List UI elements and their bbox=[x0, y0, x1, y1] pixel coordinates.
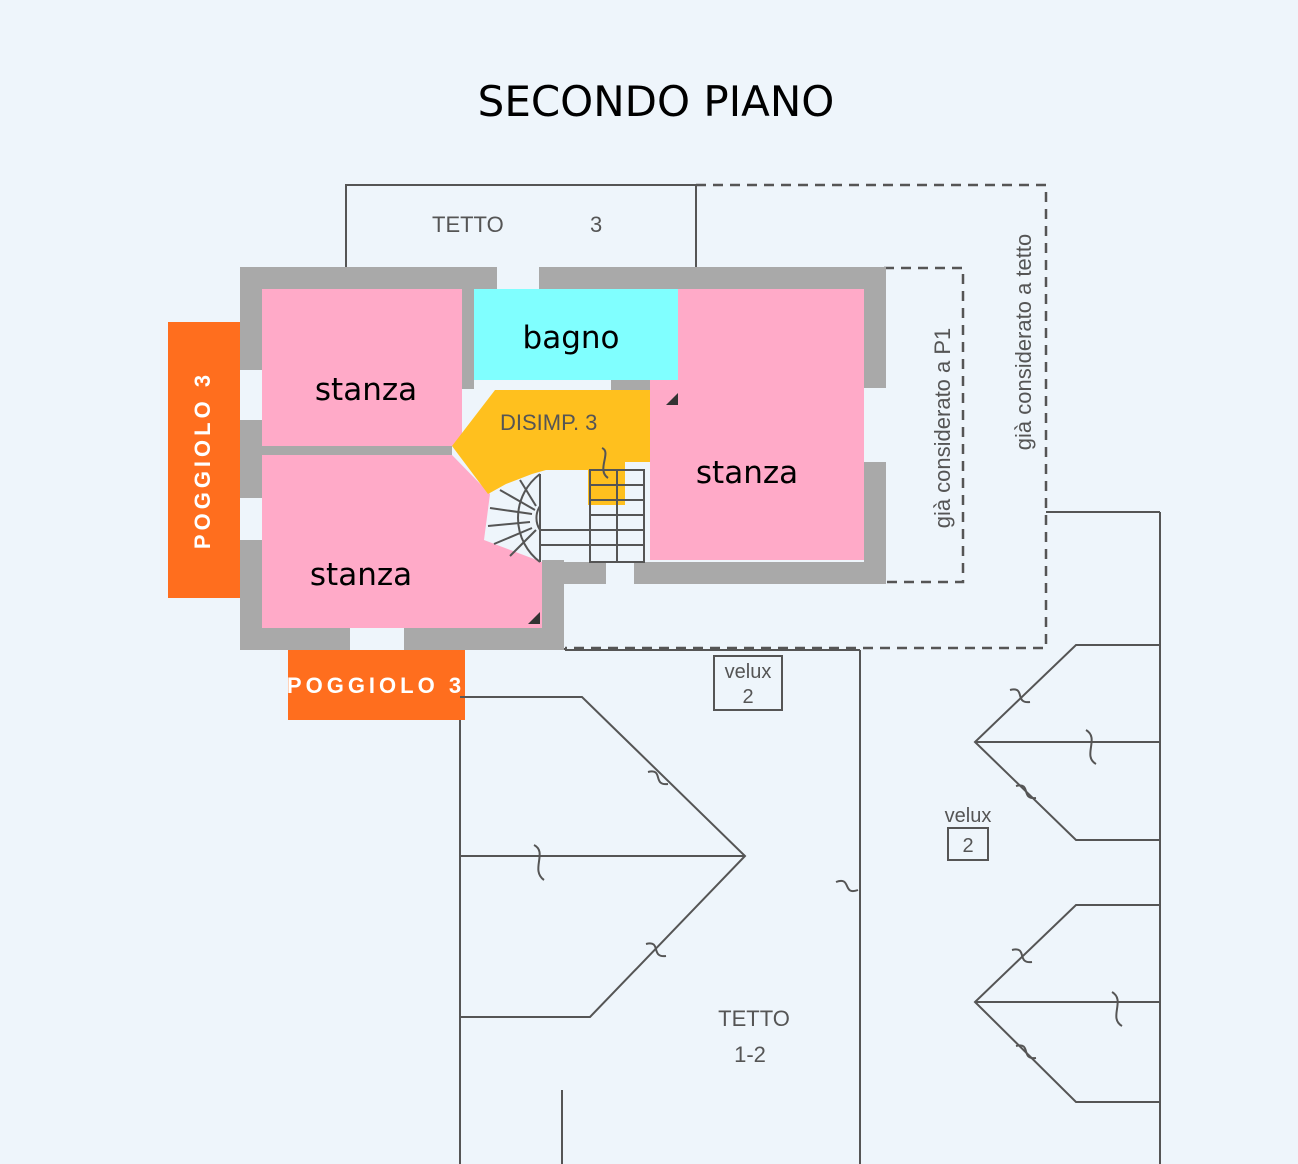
roof-top-number: 3 bbox=[590, 212, 602, 237]
roof-lower: velux 2 velux 2 TETTO 1-2 bbox=[459, 511, 1161, 1164]
roof-top: TETTO 3 bbox=[345, 184, 697, 268]
page-title: SECONDO PIANO bbox=[478, 77, 835, 126]
room-stanza-right: stanza bbox=[650, 289, 864, 560]
velux-label: velux bbox=[945, 805, 992, 827]
room-fill bbox=[452, 390, 650, 505]
room-fill bbox=[262, 289, 462, 446]
velux-label: velux bbox=[725, 661, 772, 683]
room-label: bagno bbox=[523, 320, 620, 356]
room-label: stanza bbox=[696, 455, 798, 491]
corner-mark bbox=[528, 612, 540, 624]
note-gia-p1: già considerato a P1 bbox=[930, 328, 955, 529]
room-stanza-top-left: stanza bbox=[262, 289, 462, 446]
roof-top-label: TETTO bbox=[432, 212, 504, 237]
balcony-fill bbox=[168, 322, 240, 598]
room-label: stanza bbox=[315, 372, 417, 408]
room-disimpegno: DISIMP. 3 bbox=[452, 390, 650, 505]
roof-lower-label: TETTO bbox=[718, 1006, 790, 1031]
building-walls bbox=[240, 267, 886, 650]
room-fill bbox=[650, 289, 864, 560]
velux-1: velux 2 bbox=[713, 655, 783, 711]
roof-lower-number: 1-2 bbox=[734, 1042, 766, 1067]
note-gia-tetto: già considerato a tetto bbox=[1011, 234, 1036, 450]
room-label: DISIMP. 3 bbox=[500, 410, 597, 435]
velux-2: velux 2 bbox=[945, 805, 992, 861]
corner-mark bbox=[666, 393, 678, 405]
room-stanza-bottom-left: stanza bbox=[262, 455, 542, 628]
balcony-label: POGGIOLO 3 bbox=[287, 673, 465, 698]
staircase bbox=[487, 447, 645, 563]
dashed-outlines bbox=[565, 183, 1048, 650]
room-fill bbox=[474, 289, 678, 380]
velux-number: 2 bbox=[962, 835, 973, 857]
velux-number: 2 bbox=[742, 686, 753, 708]
balcony-bottom: POGGIOLO 3 bbox=[287, 650, 465, 720]
balcony-left: POGGIOLO 3 bbox=[168, 322, 240, 598]
room-fill bbox=[262, 455, 542, 628]
balcony-fill bbox=[288, 650, 465, 720]
balcony-label: POGGIOLO 3 bbox=[190, 371, 215, 549]
room-label: stanza bbox=[310, 557, 412, 593]
room-bagno: bagno bbox=[474, 289, 678, 380]
